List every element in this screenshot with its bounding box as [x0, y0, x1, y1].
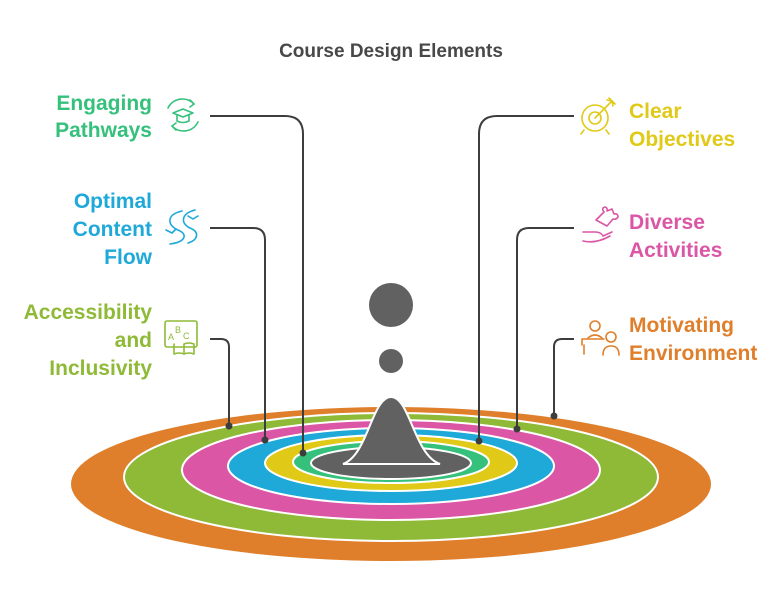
diagram-title: Course Design Elements [279, 41, 503, 62]
teacher-student-icon [581, 320, 620, 356]
target-arrow-icon [580, 97, 616, 135]
hand-puzzle-icon [582, 206, 619, 243]
connectors [210, 115, 574, 457]
droplet-large [369, 283, 413, 327]
water-splash-peak [342, 395, 441, 465]
graduation-cap-cycle-icon [167, 98, 199, 132]
abc-book-icon: A B C [164, 320, 198, 355]
svg-text:B: B [175, 325, 181, 335]
svg-text:C: C [183, 331, 190, 341]
svg-text:A: A [168, 332, 174, 342]
droplet-small [379, 349, 403, 373]
winding-river-icon [165, 209, 199, 245]
ripple-rings [71, 283, 711, 561]
